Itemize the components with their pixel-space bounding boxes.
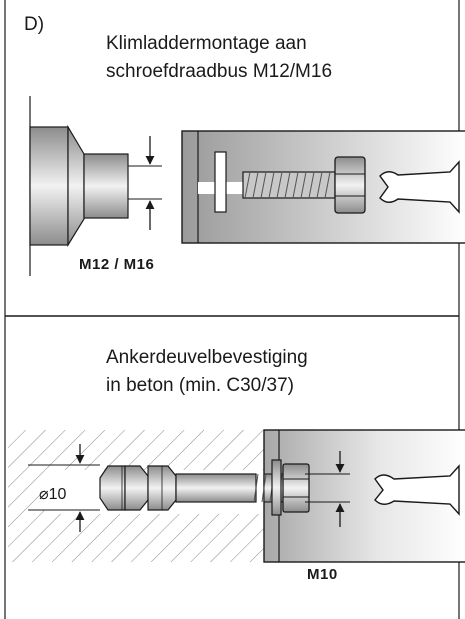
section-top-title-line2: schroefdraadbus M12/M16 — [106, 61, 333, 82]
anchor-bolt-drawing — [28, 444, 257, 532]
bolt-size-label: M10 — [307, 566, 338, 583]
section-bottom-title-line1: Ankerdeuvelbevestiging — [106, 347, 308, 368]
drill-diameter-label: ⌀10 — [39, 486, 67, 503]
section-bottom-title-line2: in beton (min. C30/37) — [106, 375, 294, 396]
threaded-bushing-drawing — [29, 96, 162, 276]
thread-size-label: M12 / M16 — [79, 256, 155, 273]
ladder-rail-bottom-drawing — [253, 429, 465, 563]
section-top-title: Klimladdermontage aan schroefdraadbus M1… — [106, 30, 332, 86]
section-top-title-line1: Klimladdermontage aan — [106, 33, 307, 54]
section-bottom-title: Ankerdeuvelbevestiging in beton (min. C3… — [106, 344, 308, 400]
ladder-rail-top-drawing — [181, 130, 465, 244]
panel-label: D) — [24, 14, 45, 35]
